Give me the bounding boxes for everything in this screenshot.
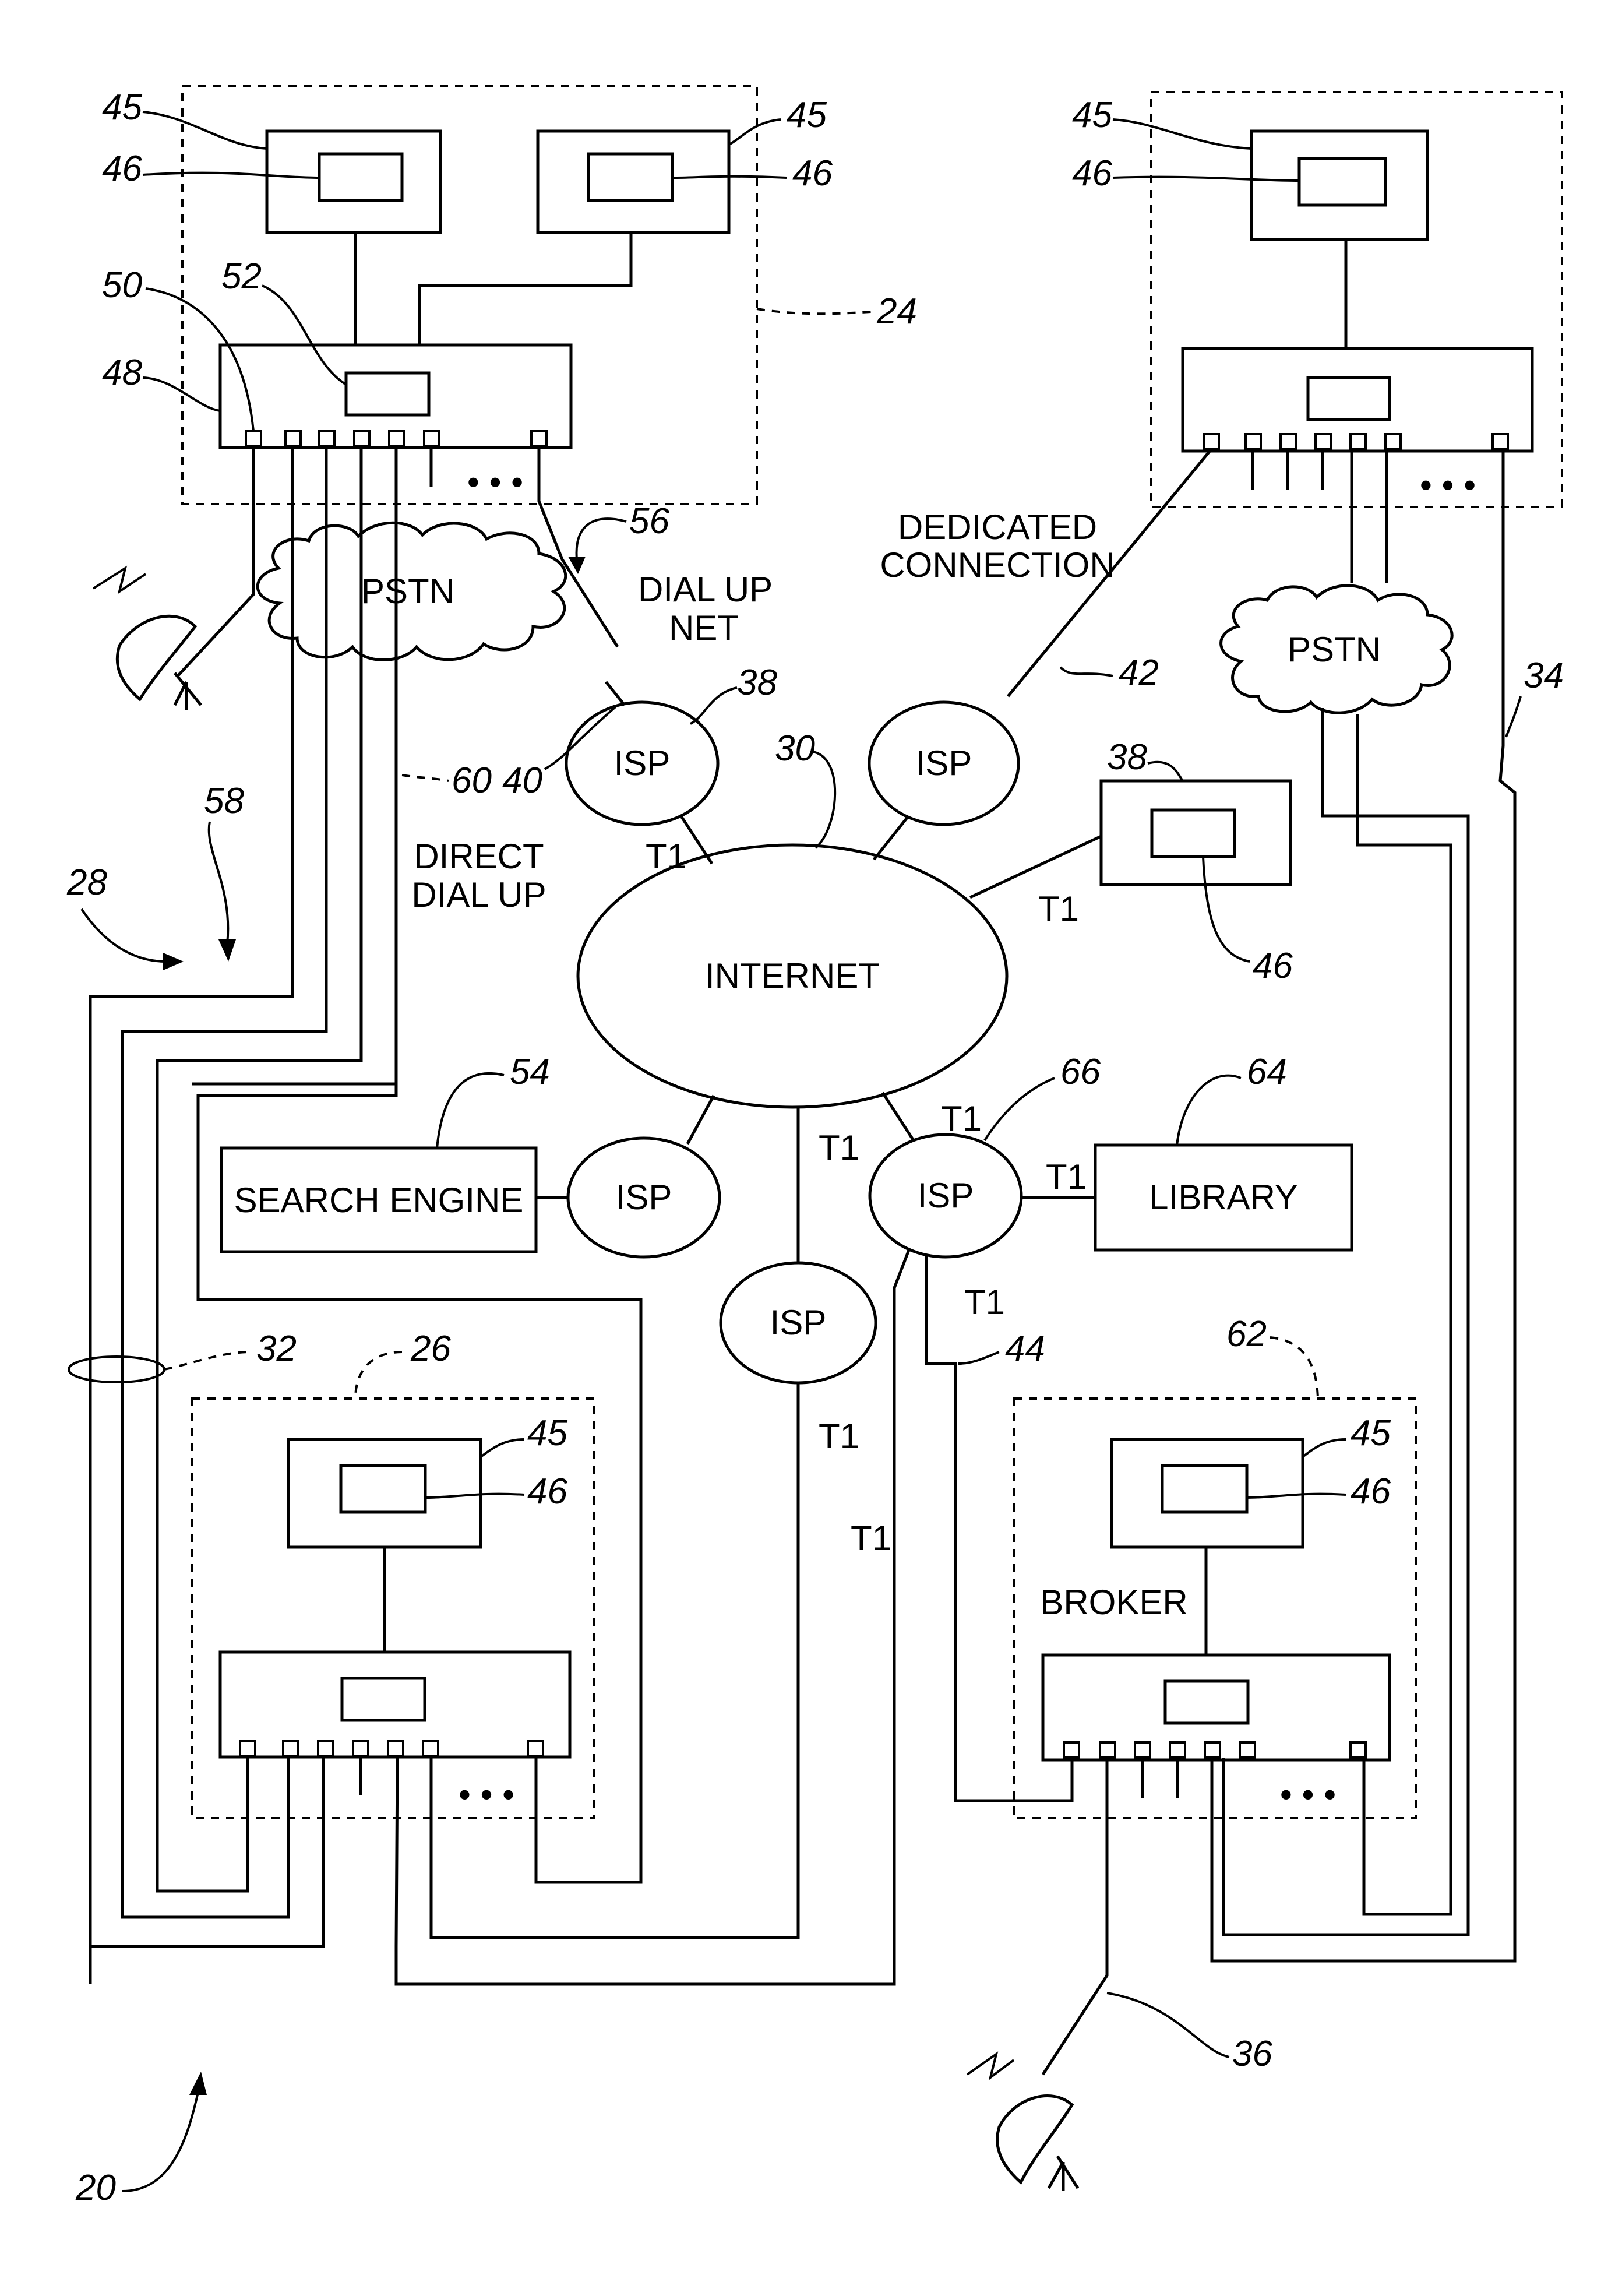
ref-42: 42 <box>1119 653 1159 693</box>
terminal-display-46-broker <box>1161 1464 1249 1514</box>
pstn-label: PSTN <box>361 572 454 611</box>
ref-45: 45 <box>527 1413 567 1453</box>
wiring <box>89 446 1517 2076</box>
site-62-broker: BROKER • • • <box>1013 1397 1417 1819</box>
site-top-right-boundary <box>1150 91 1563 508</box>
dedicated-connection-line2: CONNECTION <box>880 545 1115 584</box>
dial-up-net-line2: NET <box>669 608 739 647</box>
ref-45: 45 <box>1072 95 1112 135</box>
ref-36: 36 <box>1232 2034 1272 2074</box>
ref-60: 60 <box>452 760 492 801</box>
search-engine-box <box>220 1146 538 1253</box>
ref-38: 38 <box>1107 737 1147 777</box>
ref-50: 50 <box>102 265 142 305</box>
ref-66: 66 <box>1060 1052 1101 1092</box>
site-top-right: • • • <box>1150 91 1563 508</box>
ref-56: 56 <box>629 501 669 541</box>
isp-dedicated <box>868 700 1020 826</box>
t1-label: T1 <box>1046 1157 1087 1196</box>
bundle-32-marker <box>68 1355 165 1383</box>
isp-38 <box>565 700 720 826</box>
ports-ellipsis: • • • <box>1280 1775 1336 1814</box>
t1-label: T1 <box>964 1283 1005 1322</box>
ports-ellipsis: • • • <box>1420 466 1476 505</box>
site-24-boundary <box>181 85 758 505</box>
ref-30: 30 <box>775 728 815 769</box>
switch-module-broker <box>1163 1679 1250 1725</box>
site-62-boundary <box>1013 1397 1417 1819</box>
ref-48: 48 <box>102 353 142 393</box>
t1-label: T1 <box>1038 889 1079 928</box>
ref-45: 45 <box>102 87 142 128</box>
isp-label: ISP <box>770 1303 827 1342</box>
switch-module-52 <box>344 371 431 417</box>
isp-label: ISP <box>616 1178 672 1217</box>
internet-ellipse <box>576 843 1009 1109</box>
ports-ellipsis: • • • <box>459 1775 514 1814</box>
ref-46: 46 <box>1351 1471 1391 1512</box>
search-engine-label: SEARCH ENGINE <box>234 1181 524 1220</box>
satellite-dish-bottom-icon <box>966 2051 1080 2191</box>
ref-46: 46 <box>1072 153 1112 193</box>
ports-ellipsis: • • • <box>467 463 523 502</box>
reference-numerals: 45 46 45 46 50 52 48 24 45 46 56 38 30 4… <box>66 87 1564 2208</box>
terminal-display-46-right <box>587 152 674 202</box>
ref-46: 46 <box>1253 946 1293 986</box>
ref-54: 54 <box>510 1052 550 1092</box>
site-26: • • • <box>191 1397 595 1819</box>
switch-module-top-right <box>1306 376 1391 421</box>
ref-32: 32 <box>256 1329 297 1369</box>
ref-44: 44 <box>1005 1329 1045 1369</box>
isp-label: ISP <box>916 744 972 783</box>
site-26-boundary <box>191 1397 595 1819</box>
direct-dial-up-line1: DIRECT <box>414 837 544 876</box>
ref-62: 62 <box>1226 1314 1267 1354</box>
ref-40: 40 <box>502 760 542 801</box>
dial-up-net-line1: DIAL UP <box>638 570 773 609</box>
pstn-label: PSTN <box>1288 630 1381 669</box>
ref-26: 26 <box>410 1329 451 1369</box>
terminal-display-46-top-right <box>1297 157 1387 207</box>
terminal-display-46-bottom-left <box>339 1464 427 1514</box>
ref-58: 58 <box>204 781 244 821</box>
t1-label: T1 <box>941 1099 982 1138</box>
isp-label: ISP <box>614 744 671 783</box>
ref-46: 46 <box>102 149 142 189</box>
pstn-cloud-left: PSTN <box>256 521 567 661</box>
dedicated-connection-line1: DEDICATED <box>898 508 1097 547</box>
t1-label: T1 <box>819 1128 859 1167</box>
broker-label: BROKER <box>1040 1583 1187 1622</box>
isp-label: ISP <box>918 1176 974 1215</box>
site-24: • • • <box>181 85 758 505</box>
ref-34: 34 <box>1524 656 1564 696</box>
pstn-cloud-right: PSTN <box>1219 584 1454 714</box>
t1-label: T1 <box>819 1417 859 1456</box>
ref-52: 52 <box>221 256 262 297</box>
terminal-display-46 <box>1150 808 1236 858</box>
library-label: LIBRARY <box>1149 1178 1298 1217</box>
satellite-dish-left-icon <box>92 565 202 710</box>
ref-45: 45 <box>787 95 827 135</box>
ref-38: 38 <box>737 663 777 703</box>
ref-45: 45 <box>1351 1413 1391 1453</box>
internet-label: INTERNET <box>705 956 880 995</box>
internet-core: INTERNET ISP ISP ISP ISP ISP <box>565 700 1023 1385</box>
switch-module-bottom-left <box>340 1677 426 1722</box>
ref-64: 64 <box>1247 1052 1287 1092</box>
ref-46: 46 <box>792 153 833 193</box>
ref-24: 24 <box>876 291 917 332</box>
ref-46: 46 <box>527 1471 567 1512</box>
t1-label: T1 <box>646 837 686 876</box>
terminal-display-46-left <box>318 152 404 202</box>
isp-66 <box>868 1133 1023 1259</box>
direct-dial-up-line2: DIAL UP <box>411 875 546 914</box>
t1-label: T1 <box>851 1519 891 1558</box>
ref-20: 20 <box>75 2168 116 2208</box>
ref-28: 28 <box>66 862 107 903</box>
